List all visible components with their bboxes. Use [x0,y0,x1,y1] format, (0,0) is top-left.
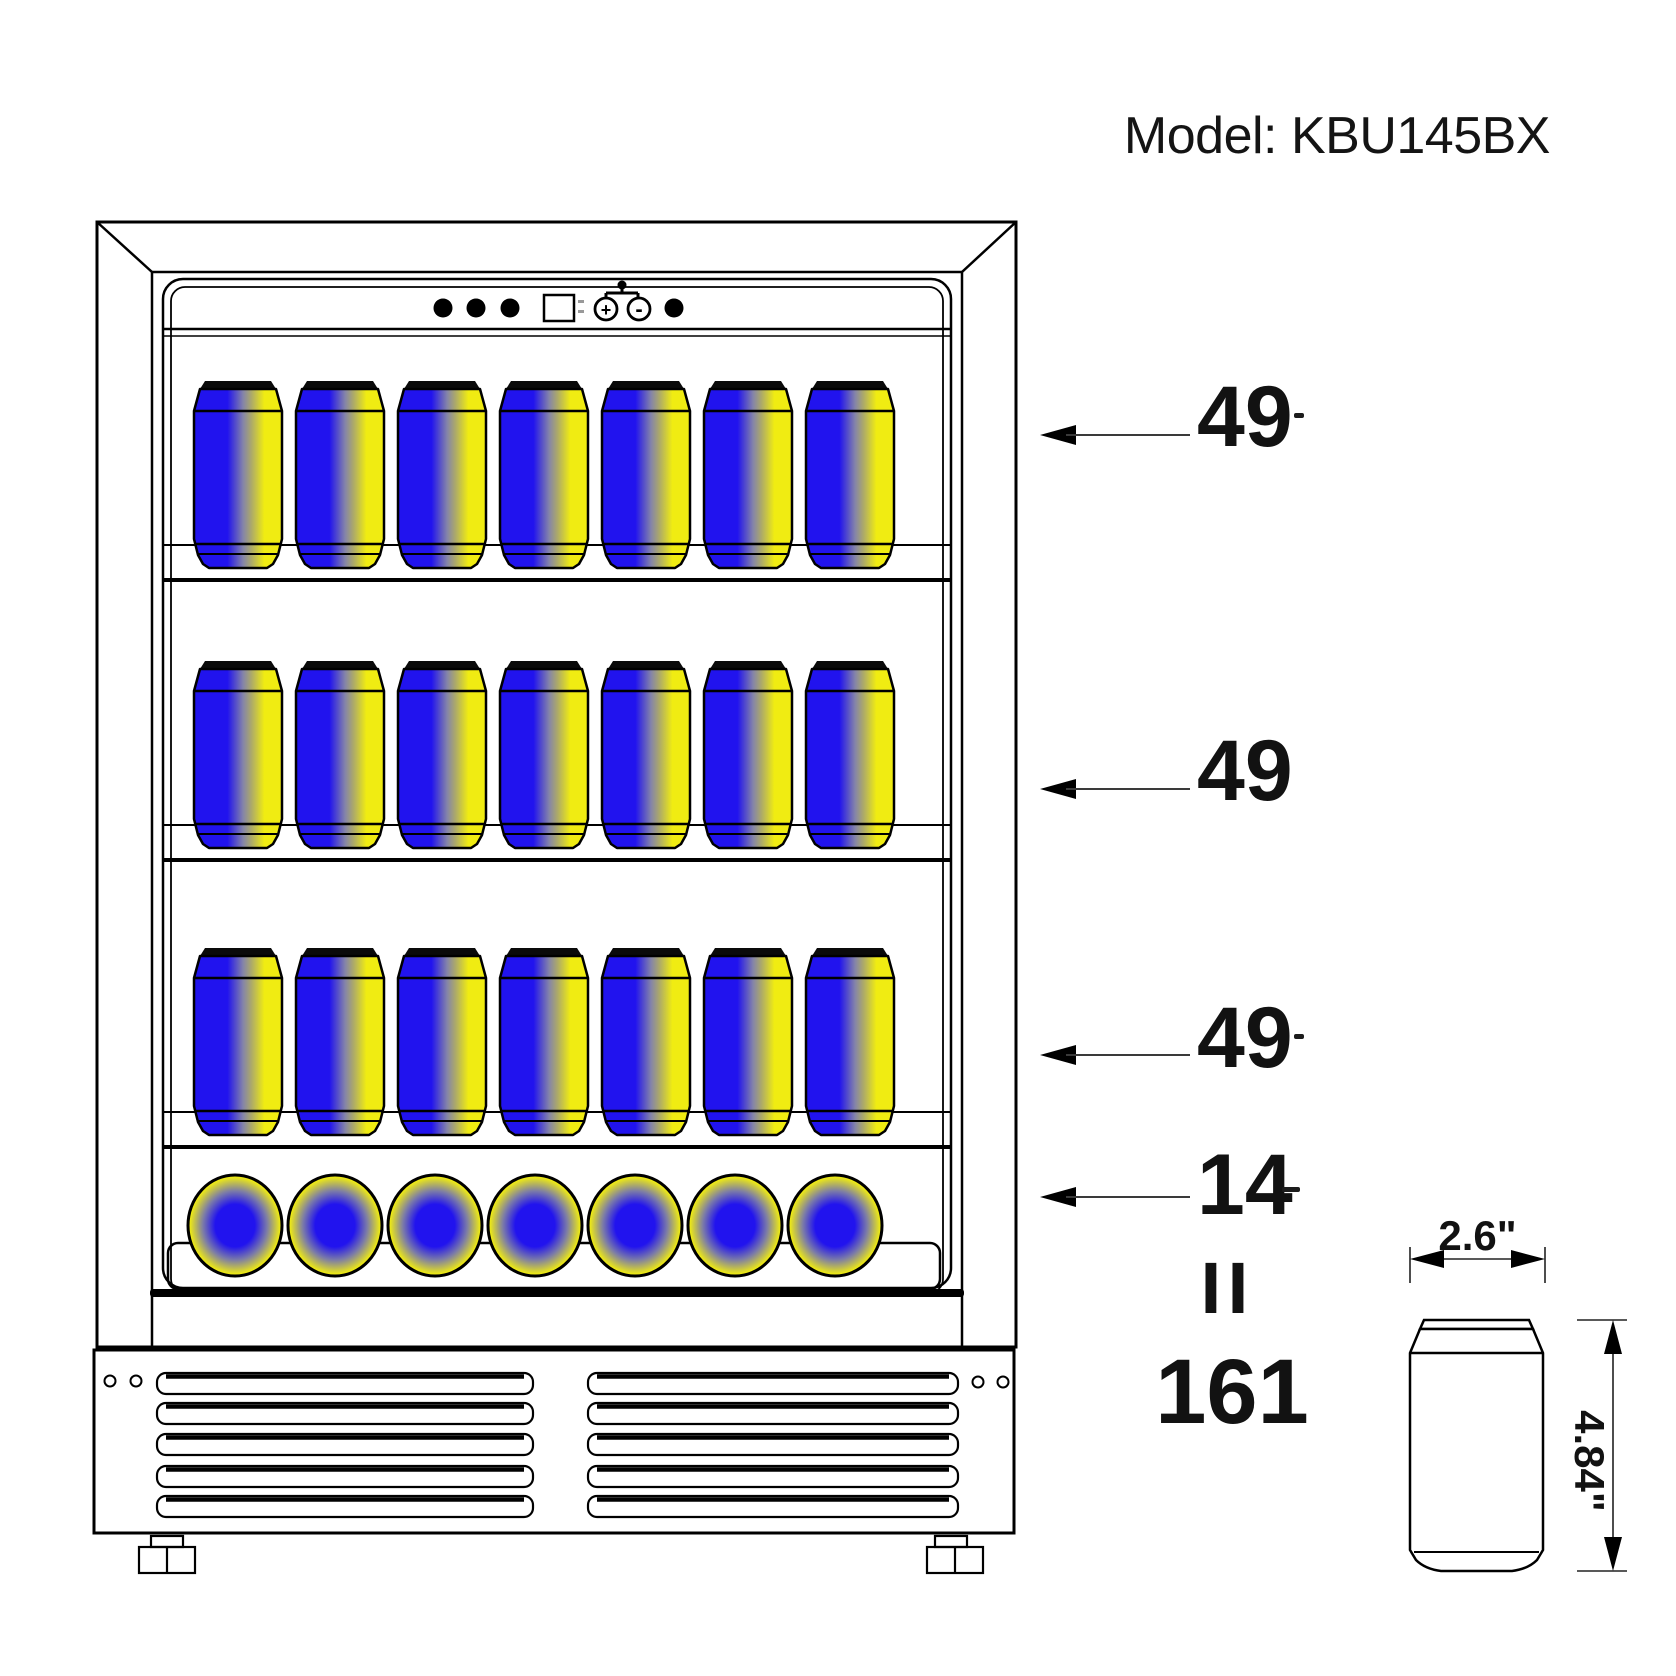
dimension-tick [1294,413,1304,418]
leveling-foot-left [137,1534,197,1575]
capacity-arrow-line [1066,434,1190,436]
beverage-can-top-view [385,1172,485,1279]
shelf-capacity-label: 49 [1197,369,1293,465]
beverage-can [394,658,490,854]
beverage-can [190,658,286,854]
beverage-can [598,658,694,854]
beverage-can [190,945,286,1141]
beverage-can [496,378,592,574]
beverage-can [802,658,898,854]
svg-text:-: - [635,297,642,322]
screw-icon [971,1375,985,1389]
dimension-tick [1282,1187,1300,1192]
beverage-can [190,378,286,574]
status-light-icon [500,298,520,318]
capacity-arrow-head [1040,425,1076,445]
beverage-can [292,945,388,1141]
beverage-can-top-view [685,1172,785,1279]
decrease-temp-button-icon: - [626,297,652,322]
beverage-can [496,945,592,1141]
beverage-can [292,658,388,854]
screw-icon [996,1375,1010,1389]
capacity-arrow-head [1040,779,1076,799]
leveling-foot-right [925,1534,985,1575]
increase-temp-button-icon: + [593,296,619,322]
can-outline-body [1408,1327,1545,1573]
beverage-can-top-view [285,1172,385,1279]
shelf-capacity-label: 49 [1197,990,1293,1086]
vent-slats-left [155,1371,535,1519]
svg-text:+: + [601,300,612,320]
status-light-icon [466,298,486,318]
beverage-can-top-view [585,1172,685,1279]
height-dimension [1577,1319,1627,1572]
equals-symbol: = [1169,1258,1282,1318]
beverage-can [700,945,796,1141]
capacity-arrow-head [1040,1187,1076,1207]
beverage-can [394,378,490,574]
beverage-can [496,658,592,854]
beverage-can-top-view [185,1172,285,1279]
shelf-capacity-label: 49 [1197,723,1293,819]
beverage-can-top-view [785,1172,885,1279]
shelf-capacity-label: 14 [1197,1137,1293,1233]
temperature-display [542,293,576,323]
capacity-arrow-line [1066,1196,1190,1198]
vent-slats-right [586,1371,960,1519]
can-width-label: 2.6" [1438,1212,1517,1259]
beverage-can [802,378,898,574]
screw-icon [103,1374,117,1388]
door-bevel-right [961,221,1017,273]
can-height-label: 4.84" [1566,1410,1613,1512]
control-panel: + - [433,280,684,323]
glass-bottom-edge [150,1289,964,1297]
power-button-icon [664,298,684,318]
beverage-can [700,378,796,574]
beverage-can [598,945,694,1141]
total-capacity-label: 161 [1155,1341,1309,1443]
beverage-can [700,658,796,854]
capacity-arrow-head [1040,1045,1076,1065]
capacity-arrow-line [1066,788,1190,790]
status-light-icon [433,298,453,318]
base-grille [92,1348,1016,1575]
beverage-can [802,945,898,1141]
mode-selector-icon [604,280,640,299]
beverage-can [394,945,490,1141]
door-bevel-left [96,221,153,273]
screw-icon [129,1374,143,1388]
capacity-arrow-line [1066,1054,1190,1056]
dimension-tick [1294,1034,1304,1039]
beverage-can [292,378,388,574]
beverage-can [598,378,694,574]
can-outline-top [1418,1318,1535,1331]
beverage-can-top-view [485,1172,585,1279]
model-title: Model: KBU145BX [1123,107,1551,165]
can-dimension-diagram [1408,1247,1627,1573]
